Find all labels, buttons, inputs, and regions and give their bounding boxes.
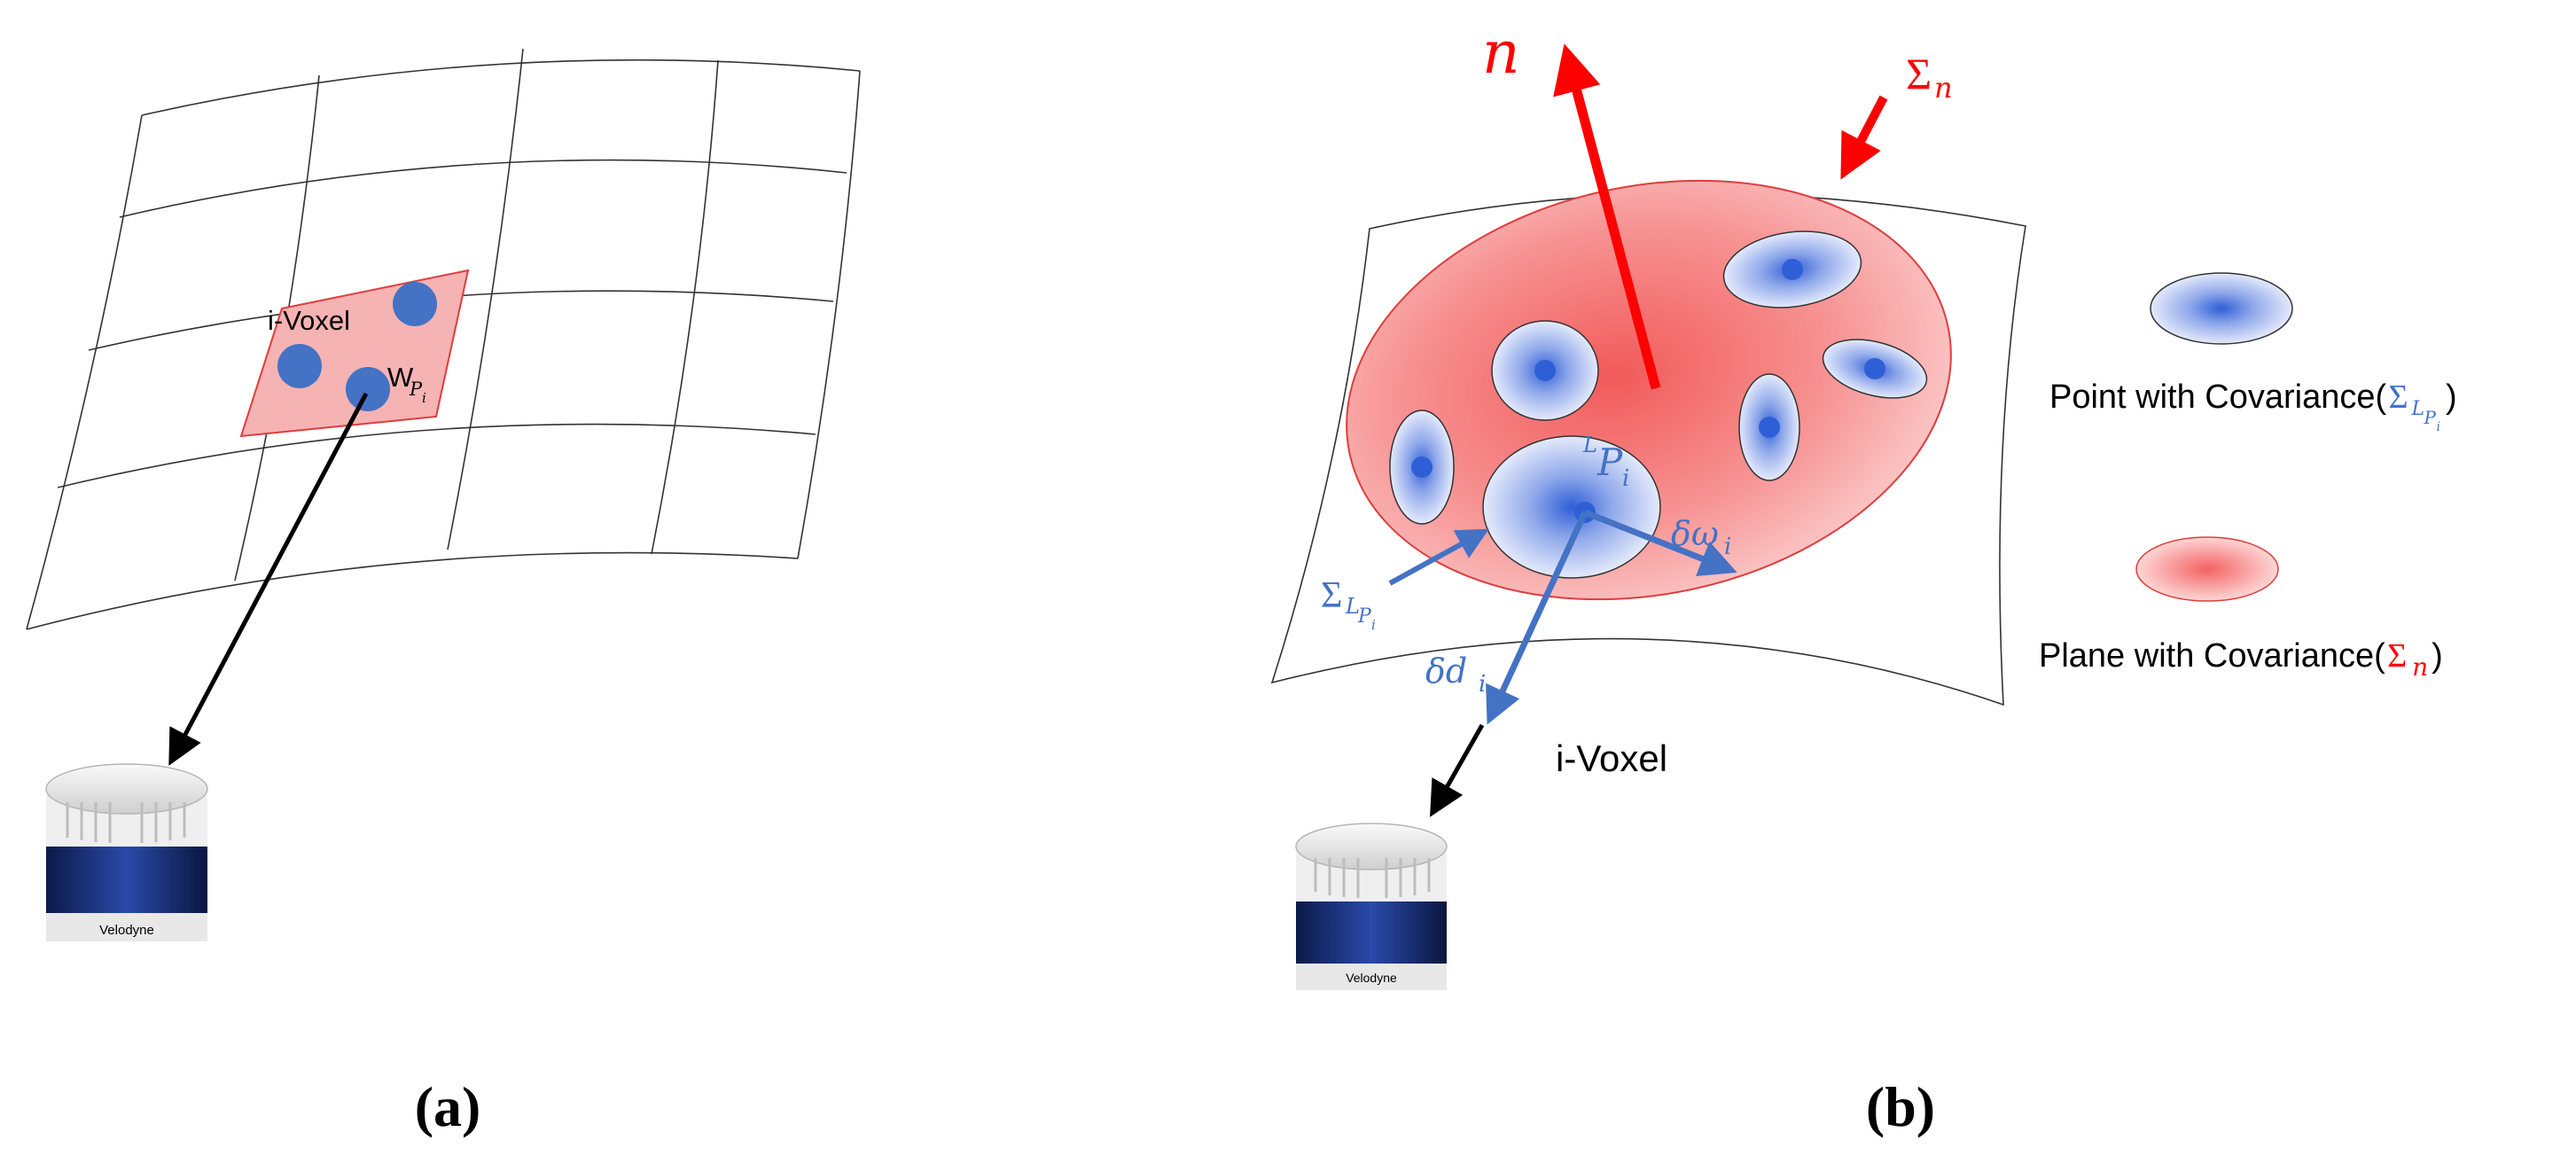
distance-arrow [1486, 511, 1589, 725]
lidar-sensor: Velodyne [1295, 823, 1448, 990]
ray-arrow [1430, 723, 1485, 817]
legend-plane-swatch [2135, 536, 2279, 602]
svg-text:δd: δd [1425, 652, 1467, 691]
svg-text:Σ: Σ [2389, 379, 2408, 416]
plane-covariance-label: Σ n [1906, 49, 1953, 105]
svg-text:Σ: Σ [1321, 575, 1342, 616]
omega-label: δω i [1671, 514, 1731, 560]
svg-text:Point with Covariance(: Point with Covariance( [2049, 379, 2387, 416]
point-label: L P i [1582, 433, 1629, 492]
point-label: W P i [387, 362, 426, 406]
normal-arrow [1553, 43, 1661, 390]
ray-arrow [168, 392, 369, 766]
svg-text:Σ: Σ [1906, 49, 1932, 98]
point-dot [393, 282, 437, 326]
point-dot-selected [346, 367, 390, 411]
svg-text:i: i [422, 390, 426, 406]
svg-text:i: i [2437, 420, 2440, 434]
svg-text:i: i [1724, 534, 1731, 560]
legend-point-swatch [2150, 272, 2293, 345]
panel-a: i-Voxel W P i Velodyne (a) [26, 48, 861, 1138]
svg-text:P: P [2424, 407, 2437, 428]
svg-text:i: i [1479, 671, 1486, 698]
lidar-sensor: Velodyne [45, 763, 208, 941]
legend: Point with Covariance( Σ L P i ) Plane w… [2039, 272, 2457, 682]
svg-text:Plane with Covariance(: Plane with Covariance( [2039, 637, 2385, 675]
omega-arrow [1583, 509, 1737, 576]
panel-a-caption: (a) [415, 1075, 481, 1138]
svg-text:n: n [1934, 71, 1953, 105]
panel-b-caption: (b) [1866, 1075, 1935, 1138]
voxel-grid [26, 48, 861, 630]
plane-covariance-arrow [1840, 95, 1888, 180]
svg-text:P: P [1357, 605, 1372, 628]
voxel-label: i-Voxel [268, 305, 350, 336]
svg-text:): ) [2446, 379, 2457, 416]
point-covariance-ellipses [1389, 230, 1928, 579]
svg-text:P: P [1596, 441, 1623, 484]
sensor-brand: Velodyne [99, 923, 154, 938]
point-covariance-label: Σ L P i [1321, 575, 1376, 633]
svg-text:Σ: Σ [2387, 637, 2407, 675]
distance-label: δd i [1425, 652, 1486, 698]
legend-plane-label: Plane with Covariance( Σ n ) [2039, 637, 2443, 682]
point-covariance-arrow [1388, 528, 1489, 586]
voxel-label: i-Voxel [1556, 738, 1667, 779]
svg-text:i: i [1371, 617, 1376, 633]
svg-text:L: L [2411, 398, 2425, 420]
panel-b: n Σ n L P i δω i δd i Σ L P [1270, 19, 2026, 1138]
svg-text:L: L [1582, 433, 1597, 457]
svg-text:L: L [1345, 594, 1360, 619]
svg-text:δω: δω [1671, 514, 1719, 553]
legend-point-label: Point with Covariance( Σ L P i ) [2049, 379, 2457, 434]
sensor-brand: Velodyne [1346, 971, 1397, 985]
svg-text:W: W [387, 362, 414, 393]
svg-text:i: i [1622, 465, 1629, 492]
point-dot [277, 344, 322, 388]
svg-text:): ) [2432, 637, 2443, 675]
svg-text:P: P [409, 379, 423, 400]
normal-label: n [1482, 19, 1520, 87]
svg-text:n: n [2412, 652, 2428, 682]
